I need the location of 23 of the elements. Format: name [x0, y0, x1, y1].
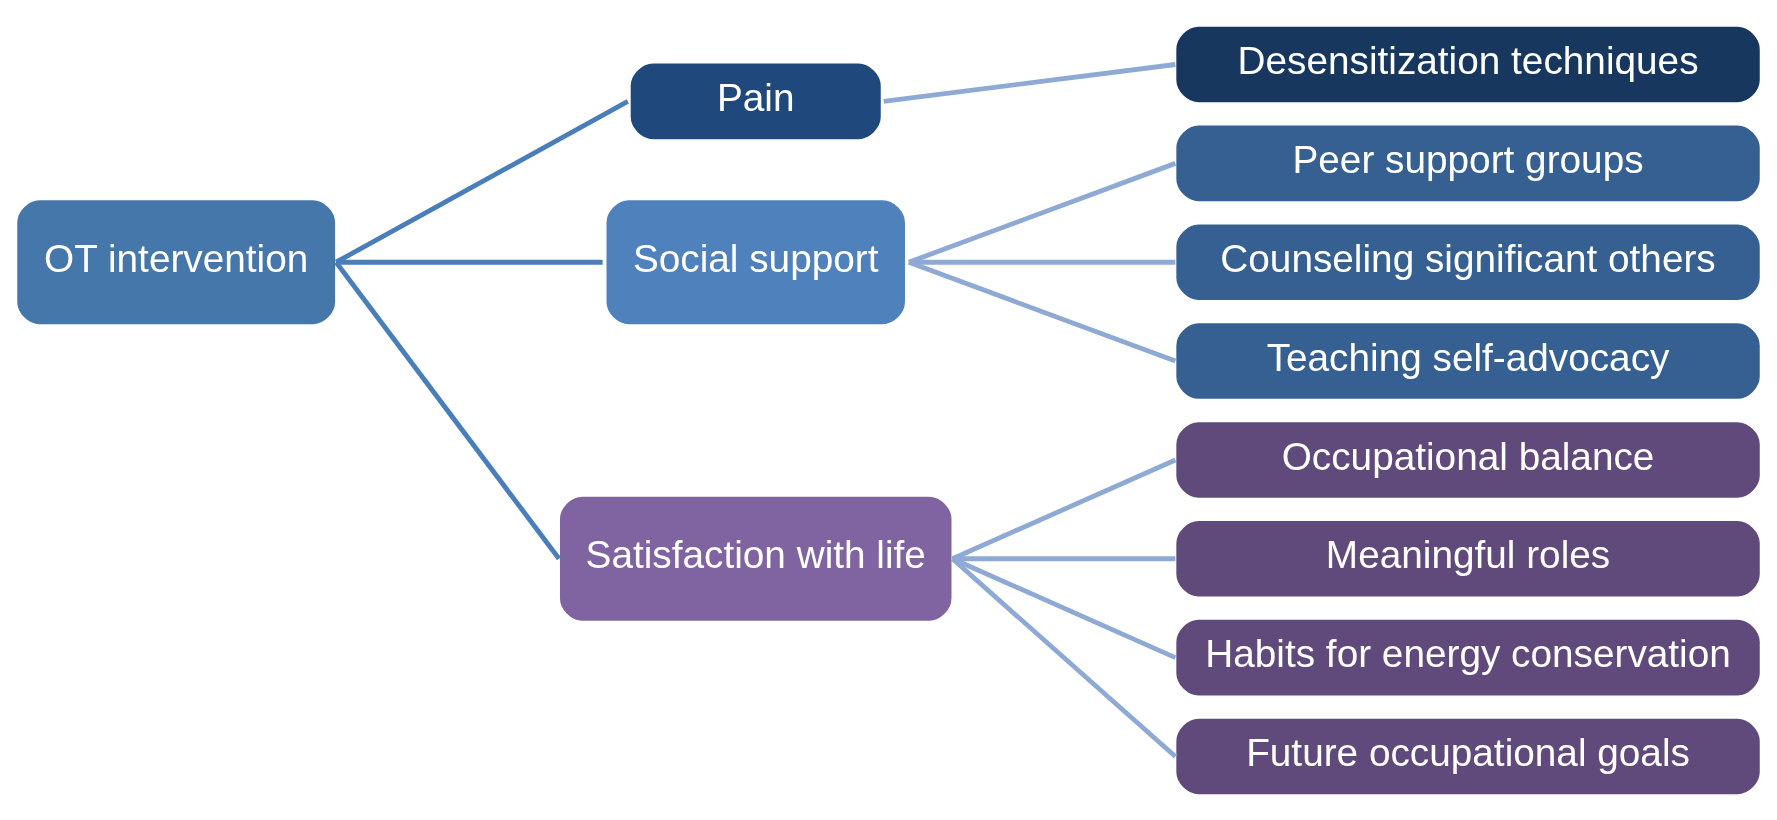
connector	[950, 556, 1177, 758]
node-box: Future occupational goals	[1174, 716, 1762, 796]
node-box: Habits for energy conservation	[1174, 617, 1762, 697]
node-box: Occupational balance	[1174, 419, 1762, 500]
connector	[908, 259, 1177, 363]
node-box: OT intervention	[15, 197, 338, 326]
connector	[908, 160, 1177, 264]
node-box: Counseling significant others	[1174, 222, 1762, 302]
connector	[334, 260, 561, 560]
connector	[951, 457, 1177, 561]
connector	[952, 555, 1176, 561]
connector	[334, 98, 629, 264]
node-box: Social support	[604, 197, 907, 326]
connector	[951, 556, 1177, 660]
connector	[336, 259, 603, 265]
node-box: Pain	[628, 61, 883, 141]
node-box: Meaningful roles	[1174, 518, 1762, 598]
node-box: Desensitization techniques	[1174, 24, 1762, 104]
node-box: Teaching self-advocacy	[1174, 320, 1762, 401]
connector	[883, 61, 1176, 104]
node-box: Peer support groups	[1174, 123, 1762, 203]
node-box: Satisfaction with life	[558, 494, 954, 623]
connector	[908, 259, 1176, 265]
